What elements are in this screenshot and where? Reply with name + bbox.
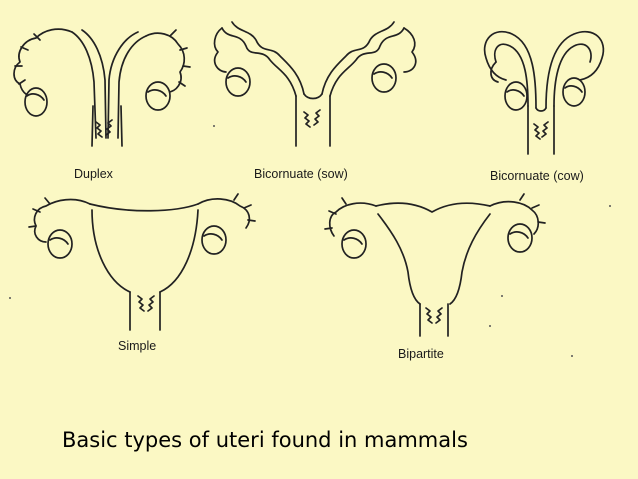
label-bicornuate-sow: Bicornuate (sow) <box>254 167 348 181</box>
bicornuate-cow-uterus-drawing <box>483 30 605 155</box>
label-bipartite: Bipartite <box>398 347 444 361</box>
label-duplex: Duplex <box>74 167 114 181</box>
duplex-uterus-drawing <box>13 28 191 147</box>
bicornuate-sow-uterus-drawing <box>213 21 417 147</box>
simple-uterus-drawing <box>28 193 256 331</box>
slide-caption: Basic types of uteri found in mammals <box>62 428 468 452</box>
label-bicornuate-cow: Bicornuate (cow) <box>490 169 584 183</box>
stray-specks <box>9 125 611 357</box>
bipartite-uterus-drawing <box>324 193 546 337</box>
label-simple: Simple <box>118 339 156 353</box>
